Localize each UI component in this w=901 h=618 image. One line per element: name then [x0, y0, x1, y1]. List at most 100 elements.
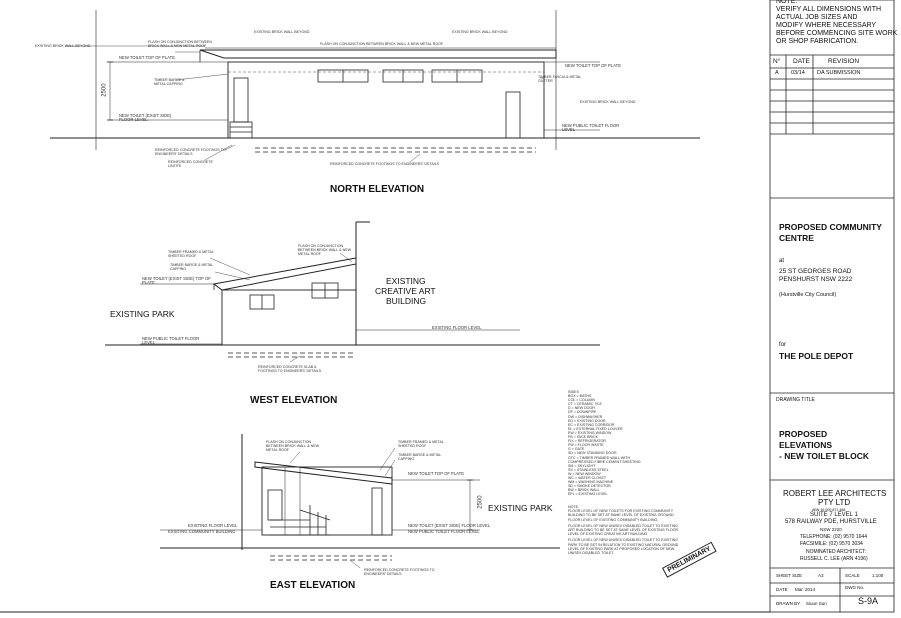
north-note: EXISTING BRICK WALL BEYOND [35, 44, 91, 48]
north-level: NEW TOILET TOP OF PLATE [119, 55, 176, 60]
west-level: NEW PUBLIC TOILET FLOOR LEVEL [142, 336, 200, 346]
index-legend-item: EC = EXISTING CORRIDOR [568, 422, 615, 427]
firm-address-1: SUITE 7 LEVEL 1 [810, 512, 858, 518]
dwg-no-label: DWG No. [845, 585, 865, 590]
nominated-architect-label: NOMINATED ARCHITECT: [806, 549, 867, 555]
index-legend-item: FIX = REFRIGERATOR [568, 439, 606, 444]
firm-abn: ABN 35 000 871 488 [812, 508, 846, 512]
east-level: NEW PUBLIC TOILET FLOOR LEVEL [408, 529, 480, 534]
index-legend-item: SM = SKYLIGHT [568, 463, 596, 468]
east-level: EXISTING FLOOR LEVEL [188, 523, 238, 528]
address-2: PENSHURST NSW 2222 [779, 276, 853, 283]
drawing-title-1: PROPOSED [779, 429, 828, 439]
north-note: REINFORCED CONCRETE FOOTINGS TO ENGINEER… [155, 148, 226, 157]
general-note-item: NOTE: [568, 505, 579, 509]
index-legend-item: DF = DOWNPIPE [568, 410, 597, 415]
index-legend-item: COL = COLUMN [568, 398, 595, 403]
date-label: DATE [776, 587, 788, 592]
west-elevation-title: WEST ELEVATION [250, 395, 338, 406]
title-block-frame [769, 0, 895, 613]
verify-note-line: BEFORE COMMENCING SITE WORK [776, 30, 898, 37]
west-note: TIMBER FRAMED & METAL SHEETED ROOF [168, 250, 214, 259]
index-legend-item: WM = WASHING MACHINE [568, 480, 614, 485]
index-legend-item: EL = EXTERNAL FIXED LOUVER [568, 426, 623, 431]
client-name: THE POLE DEPOT [779, 351, 854, 361]
north-note: TIMBER BARGE & METAL CAPPING [154, 78, 185, 87]
east-elevation-title: EAST ELEVATION [270, 580, 356, 591]
east-note: FLASH ON CONJUNCTION BETWEEN BRICK WALL … [266, 440, 320, 453]
dwg-no-value: S-9A [858, 596, 879, 606]
rev-header-revision: REVISION [828, 58, 860, 65]
address-1: 25 ST GEORGES ROAD [779, 268, 852, 275]
west-note: TIMBER BARGE & METAL CAPPING [170, 263, 214, 272]
index-legend-item: ED = EXISTING DOOR [568, 418, 606, 423]
index-legend-item: SD = SMOKE DETECTOR [568, 484, 611, 489]
general-note-item: FLOOR LEVEL OF NEW UNISEX DISABLED TOILE… [568, 538, 679, 556]
east-level: NEW TOILET (EXIST SIDE) FLOOR LEVEL [408, 523, 491, 528]
east-elevation-drawing [160, 434, 560, 569]
firm-telephone: TELEPHONE: (02) 9570 1644 [800, 534, 867, 540]
scale-value: 1:100 [872, 573, 884, 578]
west-elevation-drawing [105, 221, 600, 363]
west-level: NEW TOILET (EXIST SIDE) TOP OF PLATE [142, 276, 211, 286]
verify-note-line: MODIFY WHERE NECESSARY [776, 22, 877, 29]
east-level: NEW TOILET TOP OF PLATE [408, 471, 465, 476]
nominated-architect: RUSSELL C. LEE (ARN 4196) [800, 556, 868, 562]
north-note: FLASH ON CONJUNCTION BETWEEN BRICK WALL … [148, 40, 212, 49]
index-legend-item: SD = NEW STANDING DOOR [568, 451, 617, 456]
index-legend-item: CT = CERAMIC TILE [568, 402, 602, 407]
index-legend-item: WC = WATER CLOSET [568, 475, 607, 480]
firm-address-3: NSW 2220 [820, 527, 842, 532]
rev-header-date: DATE [793, 58, 810, 65]
general-note-item: FLOOR LEVEL OF NEW TOILETS FOR EXISTING … [568, 509, 674, 522]
index-legend-item: BW = BRICK WALL [568, 488, 600, 493]
west-level: EXISTING FLOOR LEVEL [432, 325, 482, 330]
index-legend-item: EFL = EXISTING LEVEL [568, 492, 608, 497]
verify-note-line: OR SHOP FABRICATION. [776, 38, 859, 45]
for-label: for [779, 342, 787, 348]
west-note: REINFORCED CONCRETE SLAB & FOOTINGS TO E… [258, 365, 322, 374]
general-note-item: FLOOR LEVEL OF NEW UNISEX DISABLED TOILE… [568, 523, 679, 537]
north-note: REINFORCED CONCRETE FOOTINGS TO ENGINEER… [330, 162, 440, 166]
verify-note-line: VERIFY ALL DIMENSIONS WITH [776, 6, 882, 13]
drawn-by-value: Siuun Sun [806, 601, 827, 606]
index-legend-item: SS = STAINLESS STEEL [568, 467, 609, 472]
north-note: EXISTING BRICK WALL BEYOND [580, 100, 636, 104]
project-title-2: CENTRE [779, 233, 814, 243]
index-legend-item: EW = EXISTING WINDOW [568, 430, 612, 435]
index-legend-item: INDEX [568, 390, 579, 394]
drawn-by-label: DRAWN BY [776, 601, 801, 606]
north-elevation-title: NORTH ELEVATION [330, 184, 425, 195]
west-note: FLASH ON CONJUNCTION BETWEEN BRICK WALL … [298, 244, 352, 257]
sheet-size-label: SHEET SIZE [776, 573, 803, 578]
north-level: NEW PUBLIC TOILET FLOOR LEVEL [562, 123, 620, 133]
east-note: TIMBER BARGE & METAL CAPPING [398, 453, 442, 462]
east-note: REINFORCED CONCRETE FOOTINGS TO ENGINEER… [364, 568, 435, 577]
firm-facsimile: FACSIMILE: (02) 9570 3034 [800, 541, 863, 547]
date-value: Mar. 2014 [795, 587, 816, 592]
project-title-1: PROPOSED COMMUNITY [779, 222, 882, 232]
index-legend-item: G = GATE [568, 447, 585, 452]
existing-building-label-3: BUILDING [386, 296, 427, 306]
at-label: at [779, 258, 785, 264]
north-level: NEW TOILET (EXIST SIDE) FLOOR LEVEL [119, 113, 172, 123]
north-elevation-drawing [50, 10, 700, 163]
index-legend-item: FB = FACE BRICK [568, 435, 599, 440]
drawing-title-3: - NEW TOILET BLOCK [779, 451, 870, 461]
north-note: EXISTING BRICK WALL BEYOND [254, 30, 310, 34]
rev-header-no: N° [773, 58, 781, 65]
firm-address-2: 578 RAILWAY PDE, HURSTVILLE [785, 519, 877, 525]
council: (Hurstville City Council) [779, 292, 837, 298]
rev-row-revision: DA SUBMISSION [817, 70, 861, 76]
east-note: TIMBER FRAMED & METAL SHEETED ROOF [398, 440, 444, 449]
north-note: REINFORCED CONCRETE LINTITE [168, 160, 213, 169]
index-legend-item: GTC = TIMBER FRAMED WALL WITH COMPRESSED… [568, 455, 641, 464]
index-legend-item: W = NEW WINDOW [568, 471, 601, 476]
north-dimension: 2500 [101, 83, 108, 97]
rev-row-no: A [775, 70, 779, 76]
east-existing-park-label: EXISTING PARK [488, 503, 553, 513]
north-level: NEW TOILET TOP OF PLATE [565, 63, 622, 68]
